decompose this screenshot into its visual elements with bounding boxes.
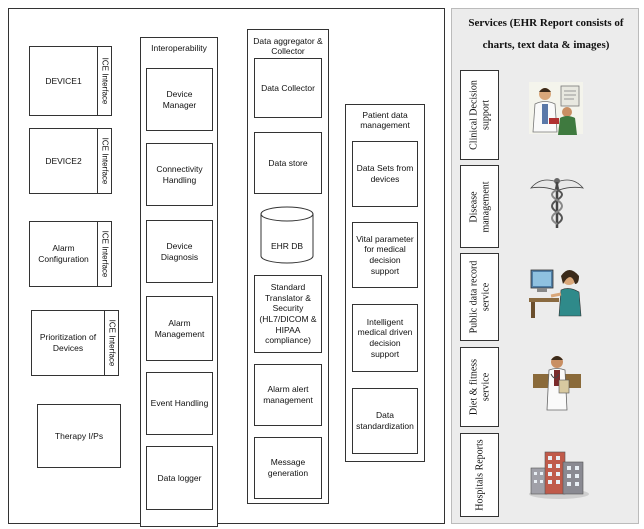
caduceus-image: [530, 178, 584, 228]
data-sets-box: Data Sets from devices: [352, 141, 418, 207]
therapy-inputs-box: Therapy I/Ps: [37, 404, 121, 468]
clinical-decision-support-box: Clinical Decision support: [460, 70, 499, 160]
hospitals-reports-box: Hospitals Reports: [460, 433, 499, 517]
vital-parameter-box: Vital parameter for medical decision sup…: [352, 222, 418, 288]
device-manager-box: Device Manager: [146, 68, 213, 131]
computer-user-image: [529, 269, 582, 318]
ehr-db-label: EHR DB: [270, 241, 304, 251]
standard-translator-box: Standard Translator & Security (HL7/DICO…: [254, 275, 322, 353]
connectivity-handling-box: Connectivity Handling: [146, 143, 213, 206]
doctor-clipboard-image: [533, 356, 581, 411]
ice-interface-label: ICE Interface: [97, 222, 111, 286]
doctors-consultation-image: [529, 82, 583, 135]
data-logger-box: Data logger: [146, 446, 213, 510]
hospital-building-image: [529, 451, 589, 499]
data-store-box: Data store: [254, 132, 322, 194]
ice-interface-label: ICE Interface: [97, 47, 111, 115]
database-icon: [260, 206, 314, 264]
data-collector-box: Data Collector: [254, 58, 322, 118]
event-handling-box: Event Handling: [146, 372, 213, 435]
device1-box: DEVICE1 ICE Interface: [29, 46, 112, 116]
interoperability-title: Interoperability: [151, 43, 207, 53]
ice-interface-label: ICE Interface: [104, 311, 118, 375]
alarm-configuration-label: Alarm Configuration: [38, 243, 89, 264]
device2-label: DEVICE2: [45, 155, 82, 166]
aggregator-title: Data aggregator & Collector: [253, 36, 323, 57]
alarm-management-box: Alarm Management: [146, 296, 213, 361]
public-data-record-service-box: Public data record service: [460, 253, 499, 341]
architecture-frame: [8, 8, 445, 524]
ehr-db-cylinder: EHR DB: [259, 205, 315, 265]
disease-management-box: Disease management: [460, 165, 499, 248]
patient-data-title: Patient data management: [360, 110, 410, 131]
device1-label: DEVICE1: [45, 75, 82, 86]
prioritization-box: Prioritization of Devices ICE Interface: [31, 310, 119, 376]
device-diagnosis-box: Device Diagnosis: [146, 220, 213, 283]
alarm-alert-management-box: Alarm alert management: [254, 364, 322, 426]
intelligent-decision-box: Intelligent medical driven decision supp…: [352, 304, 418, 372]
device2-box: DEVICE2 ICE Interface: [29, 128, 112, 194]
services-title: Services (EHR Report consists of charts,…: [468, 17, 624, 51]
diet-fitness-service-box: Diet & fitness service: [460, 347, 499, 427]
prioritization-label: Prioritization of Devices: [39, 332, 97, 353]
alarm-configuration-box: Alarm Configuration ICE Interface: [29, 221, 112, 287]
ice-interface-label: ICE Interface: [97, 129, 111, 193]
message-generation-box: Message generation: [254, 437, 322, 499]
data-standardization-box: Data standardization: [352, 388, 418, 454]
